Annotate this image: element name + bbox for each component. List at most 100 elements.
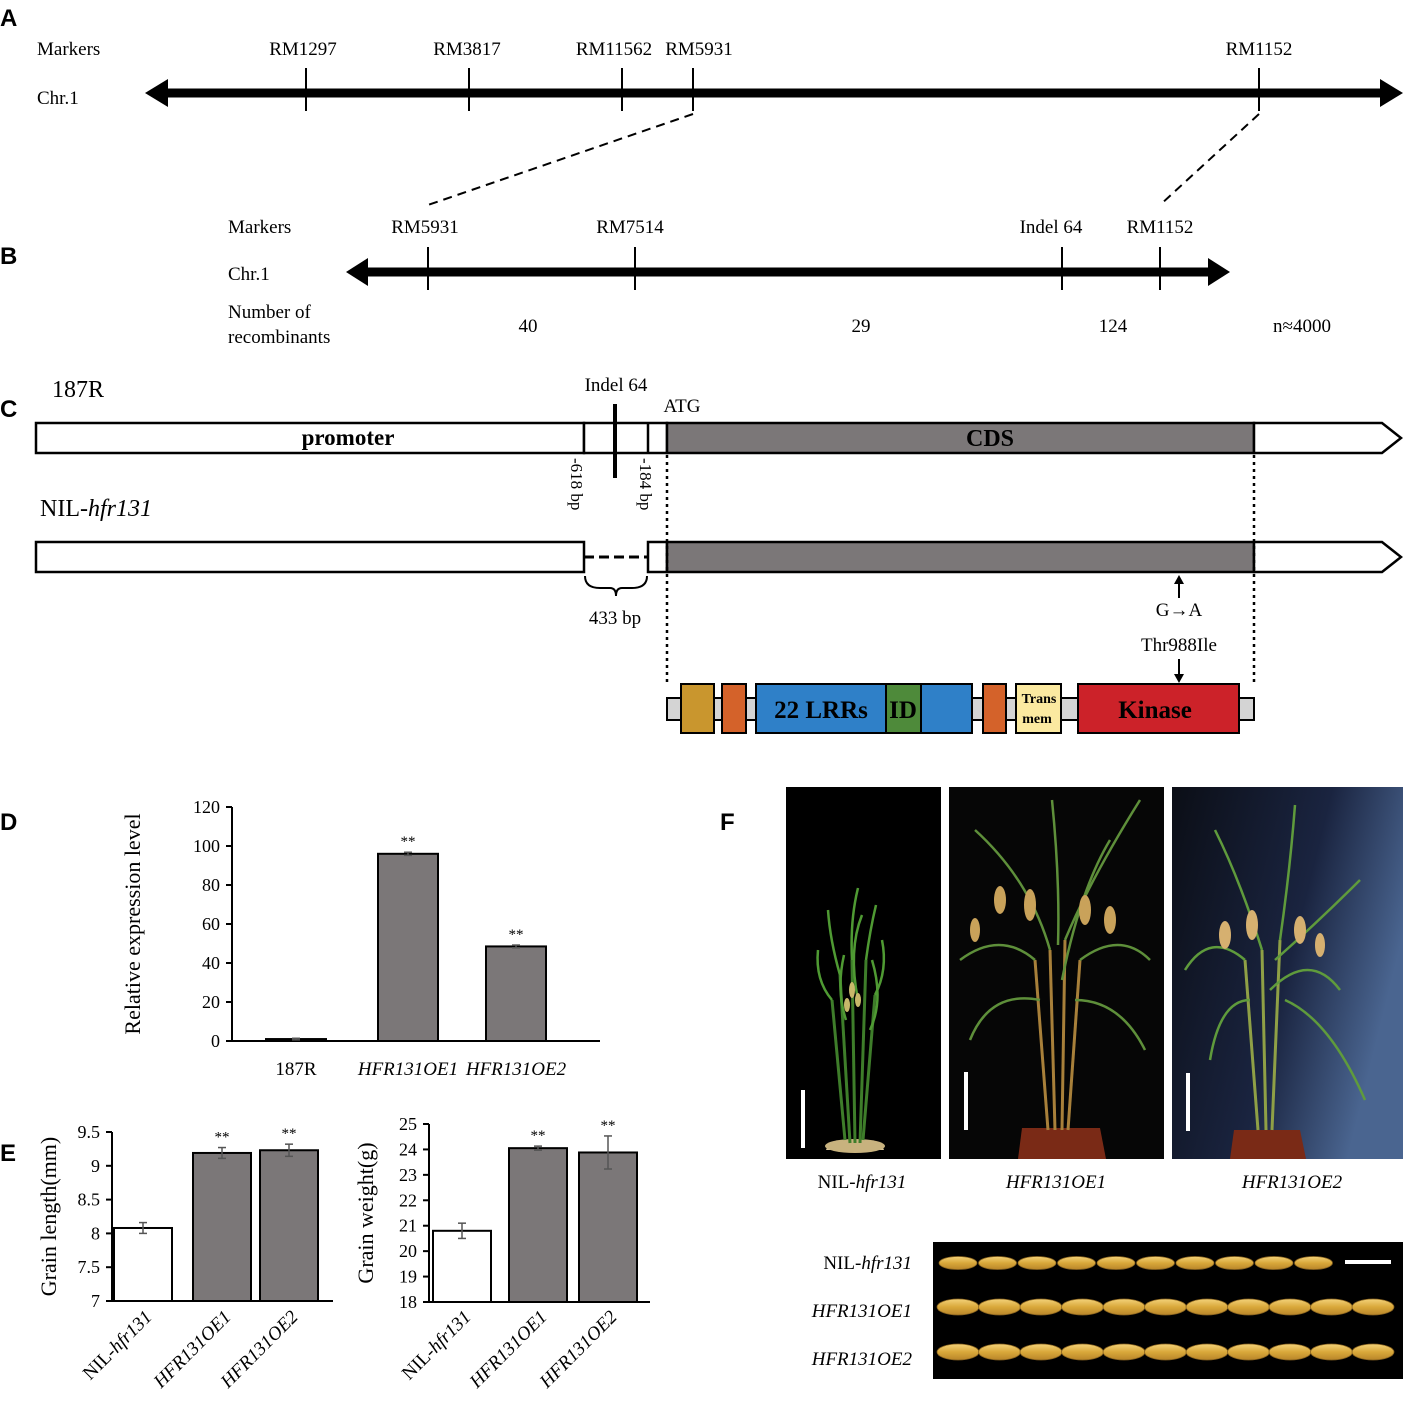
- y-tick-label: 7.5: [78, 1257, 101, 1277]
- grain: [1254, 1256, 1294, 1270]
- y-tick-label: 20: [202, 992, 220, 1012]
- y-tick-label: 24: [399, 1139, 417, 1159]
- transmem-label-2: mem: [1022, 712, 1052, 727]
- markers-label-a: Markers: [37, 39, 100, 60]
- arrow-left-b: [346, 258, 368, 286]
- y-tick-label: 8.5: [78, 1190, 101, 1210]
- gene-end-arrow-nil: [1252, 540, 1403, 574]
- bar: [432, 1229, 492, 1304]
- recombinant-count: 29: [852, 316, 871, 337]
- grain: [1294, 1256, 1333, 1270]
- x-tick-label: 187R: [275, 1059, 317, 1080]
- panel-letter-d: D: [0, 809, 17, 836]
- x-tick-label: NIL-hfr131: [79, 1307, 157, 1385]
- y-tick-label: 21: [399, 1216, 417, 1236]
- grain: [1185, 1298, 1229, 1316]
- bar: [485, 945, 547, 1042]
- zoom-dash-left: [427, 113, 694, 206]
- grain-row-label: HFR131OE2: [811, 1349, 913, 1370]
- grain: [1102, 1343, 1146, 1361]
- atg-label: ATG: [664, 396, 701, 417]
- domain-lrr: [755, 683, 973, 734]
- grain: [1017, 1256, 1057, 1270]
- utr-box-nil: [646, 540, 669, 574]
- grain: [1061, 1298, 1104, 1316]
- grain: [1310, 1298, 1353, 1316]
- y-tick-label: 22: [399, 1190, 417, 1210]
- domain-gold: [680, 683, 715, 734]
- y-tick-label: 23: [399, 1165, 417, 1185]
- marker-label: RM1152: [1127, 217, 1194, 238]
- bar: [192, 1151, 252, 1303]
- line-187r-label: 187R: [52, 377, 104, 403]
- y-tick-label: 80: [202, 875, 220, 895]
- plant-photo-nil: [786, 787, 941, 1159]
- cds-box-nil: [665, 540, 1256, 574]
- deletion-bracket: [584, 575, 648, 597]
- grain: [936, 1298, 980, 1316]
- grain: [1351, 1343, 1395, 1361]
- grain: [1096, 1256, 1136, 1270]
- population-size: n≈4000: [1273, 316, 1331, 337]
- grain: [1185, 1343, 1229, 1361]
- marker-label: RM5931: [391, 217, 459, 238]
- grain: [1144, 1298, 1187, 1316]
- grain: [1268, 1343, 1312, 1361]
- y-tick-label: 9: [91, 1156, 100, 1176]
- gene-nil: 433 bp: [34, 540, 1403, 629]
- transmem-label-1: Trans: [1022, 692, 1057, 707]
- recombinant-count: 124: [1099, 316, 1128, 337]
- kinase-label: Kinase: [1118, 697, 1192, 724]
- grain: [978, 1256, 1017, 1270]
- marker-label: RM3817: [433, 39, 501, 60]
- mutation-label: G→A: [1156, 600, 1203, 621]
- marker-label: RM1152: [1226, 39, 1293, 60]
- y-tick-label: 9.5: [78, 1122, 101, 1142]
- pos-184-label: -184 bp: [636, 458, 655, 510]
- panel-letter-e: E: [0, 1140, 16, 1167]
- marker-label: RM7514: [596, 217, 664, 238]
- scale-bar: [801, 1090, 805, 1148]
- y-tick-label: 7: [91, 1291, 100, 1311]
- scale-bar: [964, 1072, 968, 1130]
- indel-64-label: Indel 64: [585, 375, 648, 396]
- y-tick-label: 100: [193, 836, 220, 856]
- grain: [1215, 1256, 1254, 1270]
- y-axis-label: Grain weight(g): [353, 1142, 378, 1283]
- bar: [578, 1151, 638, 1303]
- marker-label: RM5931: [665, 39, 733, 60]
- grain: [1019, 1298, 1063, 1316]
- chr-label-a: Chr.1: [37, 88, 79, 109]
- y-tick-label: 19: [399, 1267, 417, 1287]
- gene-187r: promoter CDS: [34, 404, 1403, 478]
- significance-mark: **: [401, 834, 416, 850]
- domain-id: [885, 683, 922, 734]
- scale-bar: [1345, 1260, 1391, 1264]
- y-tick-label: 120: [193, 797, 220, 817]
- grain: [936, 1343, 980, 1361]
- grain: [1351, 1298, 1395, 1316]
- y-tick-label: 0: [211, 1031, 220, 1051]
- y-tick-label: 18: [399, 1292, 417, 1312]
- arrow-left-a: [145, 79, 168, 107]
- significance-mark: **: [601, 1118, 616, 1134]
- grain: [1102, 1298, 1146, 1316]
- y-tick-label: 20: [399, 1241, 417, 1261]
- mutation-down-arrow: [1174, 674, 1184, 683]
- significance-mark: **: [509, 927, 524, 943]
- grain: [1268, 1298, 1312, 1316]
- panel-letter-f: F: [720, 809, 735, 836]
- grain-row-label: HFR131OE1: [811, 1301, 912, 1322]
- protein-domain-map: 22 LRRs ID Trans mem Kinase: [666, 683, 1255, 734]
- marker-label: RM11562: [576, 39, 652, 60]
- promoter-box-187r: [34, 421, 586, 455]
- panel-letter-a: A: [0, 5, 17, 32]
- grain: [1057, 1256, 1096, 1270]
- y-tick-label: 8: [91, 1223, 100, 1243]
- marker-label: Indel 64: [1020, 217, 1083, 238]
- recomb-label-1: Number of: [228, 302, 312, 323]
- grain: [978, 1343, 1021, 1361]
